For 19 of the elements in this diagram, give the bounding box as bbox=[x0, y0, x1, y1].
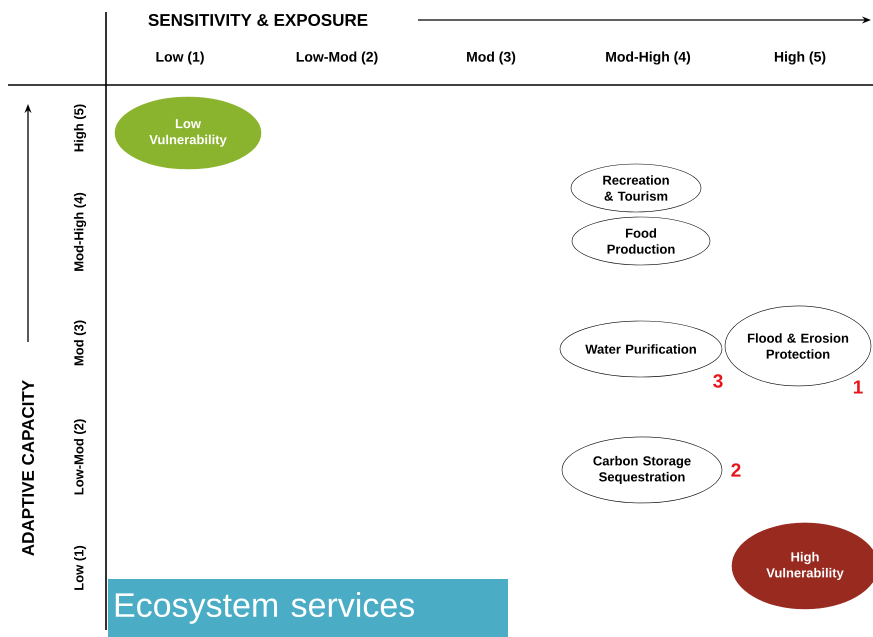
axis-tick-label: High (5) bbox=[74, 104, 86, 152]
axis-tick-label: Low-Mod (2) bbox=[74, 419, 86, 494]
service-oval: Recreation & Tourism bbox=[570, 164, 702, 212]
axis-title: ADAPTIVE CAPACITY bbox=[22, 380, 34, 556]
rank-number: 2 bbox=[731, 463, 741, 477]
axis-tick-label: Low-Mod (2) bbox=[296, 51, 378, 64]
axis-tick-label: Mod (3) bbox=[74, 320, 86, 366]
vulnerability-oval: High Vulnerability bbox=[732, 522, 873, 610]
axis-title: SENSITIVITY & EXPOSURE bbox=[148, 14, 368, 26]
vulnerability-oval: Low Vulnerability bbox=[114, 96, 262, 170]
axis-tick-label: Mod-High (4) bbox=[606, 51, 690, 65]
axis-tick-label: Mod (3) bbox=[467, 51, 516, 64]
axis-tick-label: Mod-High (4) bbox=[74, 192, 86, 271]
service-oval: Food Production bbox=[572, 216, 710, 266]
title-banner: Ecosystem services bbox=[108, 578, 508, 637]
axis-tick-label: Low (1) bbox=[156, 51, 204, 64]
axis-tick-label: High (5) bbox=[774, 51, 826, 65]
service-oval: Carbon Storage Sequestration bbox=[562, 436, 722, 504]
axis-tick-label: Low (1) bbox=[74, 546, 86, 590]
